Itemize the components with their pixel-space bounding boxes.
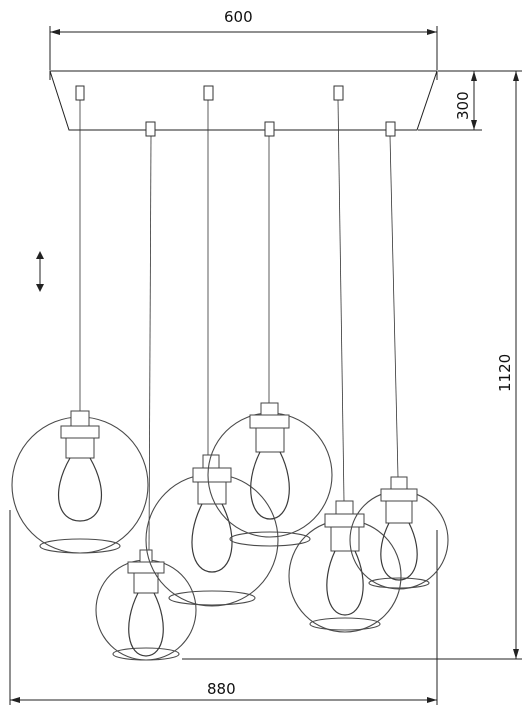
- vertical-adjust-arrows-icon: [36, 251, 44, 292]
- pendant-globe-5: [288, 500, 402, 633]
- dimension-total-height: 1120: [182, 70, 522, 660]
- dimension-top-width-label: 600: [224, 8, 253, 26]
- dimension-bottom-width-label: 880: [207, 680, 236, 698]
- pendant-globe-6: [349, 476, 449, 590]
- suspension-cords: [75, 85, 399, 551]
- dimension-canopy-height-label: 300: [454, 91, 472, 120]
- pendant-globe-1: [11, 410, 149, 554]
- dimension-total-height-label: 1120: [496, 354, 514, 392]
- dimension-canopy-height: 300: [418, 70, 482, 131]
- pendant-globe-2: [95, 549, 197, 661]
- dimension-top-width: 600: [49, 8, 438, 70]
- pendant-globe-4: [207, 402, 333, 547]
- ceiling-canopy: [49, 70, 438, 131]
- pendant-globe-3: [145, 454, 279, 607]
- dimension-bottom-width: 880: [9, 510, 438, 705]
